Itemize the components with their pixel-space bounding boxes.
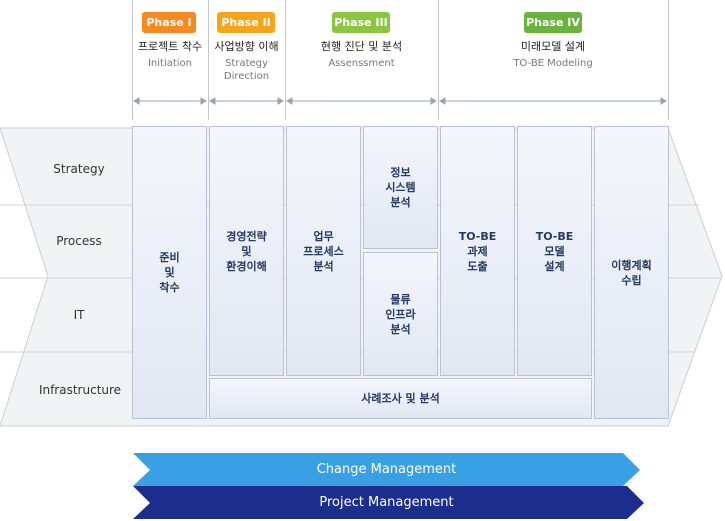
activity-process-label: 업무 프로세스 분석 [303, 229, 344, 273]
activity-plan: 이행계획 수립 [594, 126, 669, 419]
activity-tobe-task: TO-BE 과제 도출 [440, 126, 515, 376]
phase-range-arrows [133, 97, 667, 105]
activity-case-study-label: 사례조사 및 분석 [361, 392, 440, 405]
activity-plan-label: 이행계획 수립 [611, 258, 652, 287]
phase-1-title: 프로젝트 착수 [137, 40, 203, 53]
phase-3-title: 현행 진단 및 분석 [320, 40, 403, 53]
phase-4-title: 미래모델 설계 [520, 40, 586, 53]
activity-process: 업무 프로세스 분석 [286, 126, 361, 376]
phase-4-badge: Phase IV [524, 12, 582, 33]
row-label-it: IT [73, 308, 85, 322]
phase-1-subtitle: Initiation [147, 58, 193, 69]
phase-divider [438, 0, 439, 120]
activity-tobe-model: TO-BE 모델 설계 [517, 126, 592, 376]
activity-tobe-task-label: TO-BE 과제 도출 [458, 229, 497, 273]
row-label-process: Process [56, 234, 102, 248]
phase-divider [208, 0, 209, 120]
phase-divider [132, 0, 133, 120]
phase-divider [285, 0, 286, 120]
activity-prep: 준비 및 착수 [132, 126, 207, 419]
phase-4-subtitle: TO-BE Modeling [513, 58, 593, 69]
phase-3-badge: Phase III [332, 12, 390, 33]
row-label-infrastructure: Infrastructure [38, 383, 122, 397]
activity-logistics: 물류 인프라 분석 [363, 252, 438, 376]
activity-tobe-model-label: TO-BE 모델 설계 [535, 229, 574, 273]
row-label-strategy: Strategy [53, 162, 105, 176]
activity-strategy-label: 경영전략 및 환경이해 [226, 229, 267, 273]
change-management-label: Change Management [316, 462, 457, 477]
activity-infosys: 정보 시스템 분석 [363, 126, 438, 249]
phase-2-badge: Phase II [217, 12, 275, 33]
management-bands [133, 453, 644, 519]
phase-2-subtitle: Strategy Direction [223, 58, 270, 82]
activity-case-study: 사례조사 및 분석 [209, 378, 592, 419]
change-management-band [133, 453, 640, 486]
activity-infosys-label: 정보 시스템 분석 [385, 166, 416, 209]
project-management-band [133, 486, 644, 519]
phase-3-subtitle: Assenssment [328, 58, 395, 69]
phase-2-title: 사업방향 이해 [214, 40, 279, 53]
activity-strategy: 경영전략 및 환경이해 [209, 126, 284, 376]
phase-1-badge: Phase I [142, 12, 196, 33]
phase-divider [668, 0, 669, 120]
activity-prep-label: 준비 및 착수 [159, 251, 180, 294]
project-management-label: Project Management [319, 495, 454, 510]
activity-logistics-label: 물류 인프라 분석 [385, 292, 416, 336]
